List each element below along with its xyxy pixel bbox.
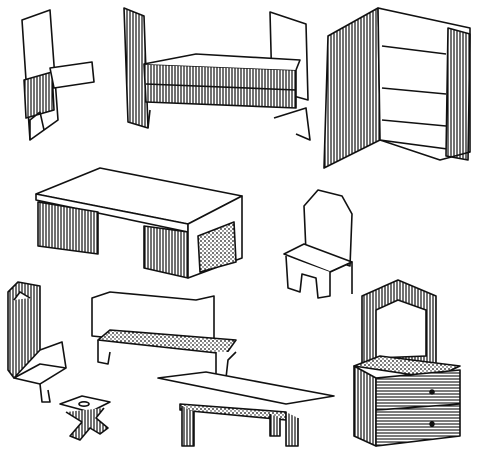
bookshelf-cabinet xyxy=(323,7,471,169)
bed xyxy=(123,7,311,141)
tall-back-chair xyxy=(283,189,353,299)
table xyxy=(157,371,335,447)
desk xyxy=(35,167,243,279)
stool xyxy=(59,395,111,441)
bench xyxy=(91,291,237,379)
side-panel-piece xyxy=(21,9,95,141)
dressing-table xyxy=(353,279,461,447)
wing-chair xyxy=(7,281,67,403)
